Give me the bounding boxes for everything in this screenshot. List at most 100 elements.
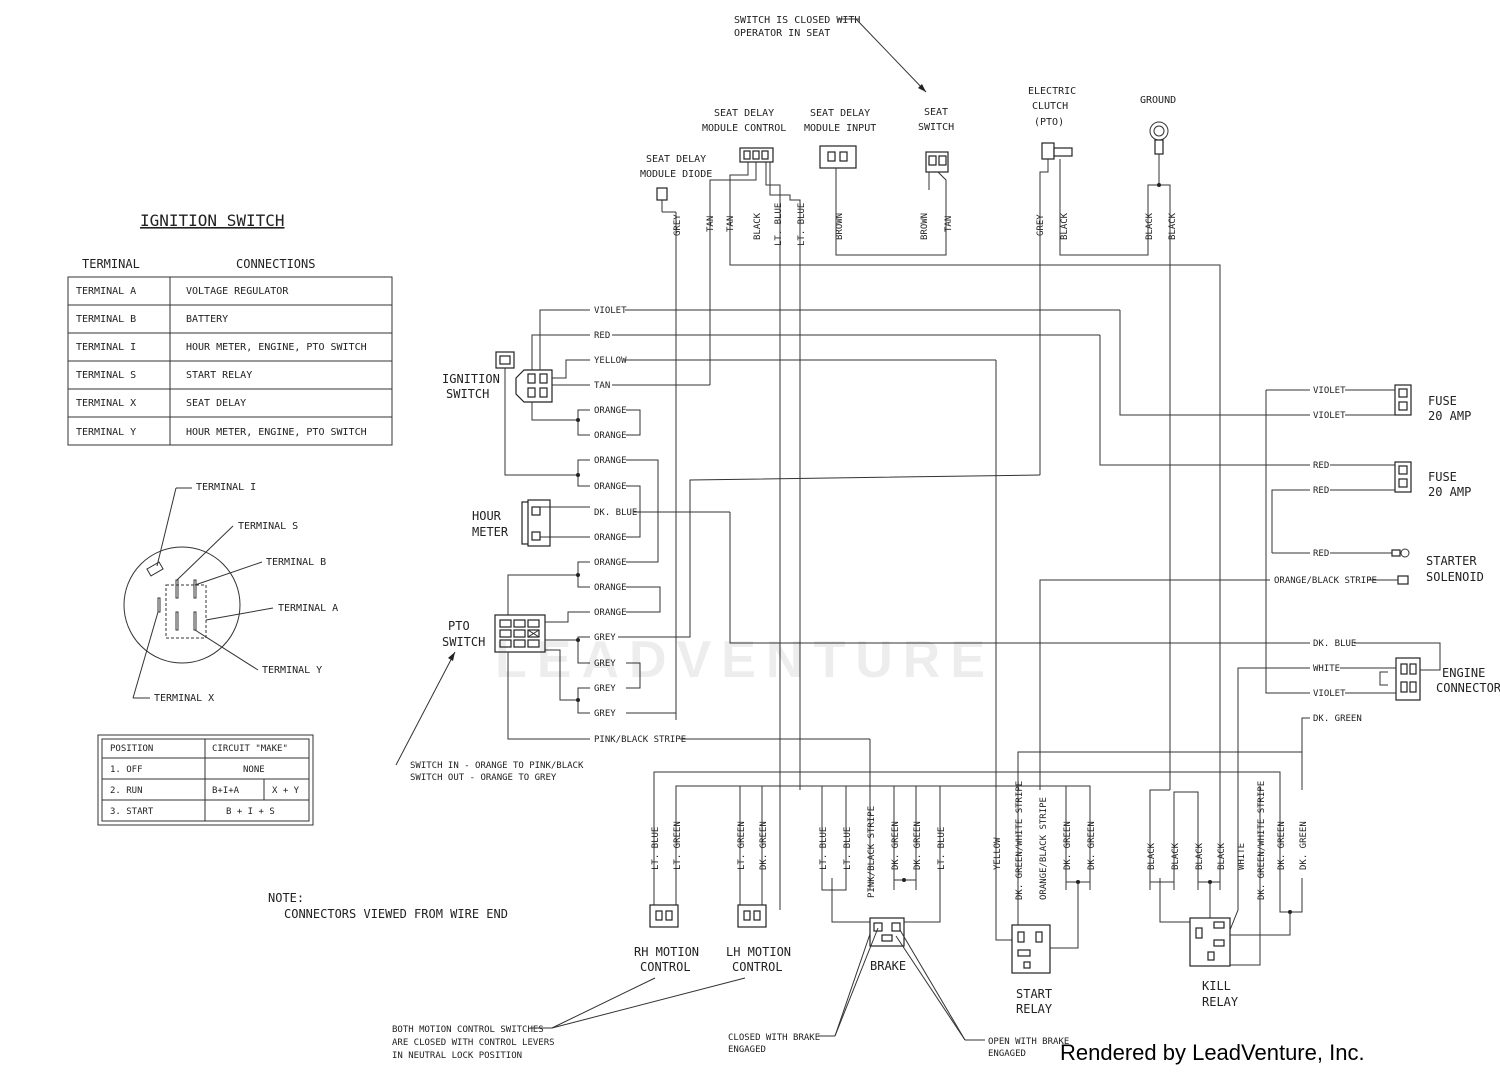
- wire-label: RED: [1313, 549, 1329, 559]
- ignition-row-terminal: TERMINAL S: [76, 370, 136, 381]
- terminal-label: TERMINAL S: [238, 521, 298, 532]
- terminal-label: TERMINAL A: [278, 603, 338, 614]
- annotation-text: ENGAGED: [728, 1045, 766, 1055]
- wire-label: ORANGE: [594, 431, 627, 441]
- top-wire-labels: GREY TAN TAN BLACK LT. BLUE LT. BLUE BRO…: [673, 203, 1178, 246]
- position-row: 1. OFF: [110, 765, 143, 775]
- circuit-row: X + Y: [272, 786, 300, 796]
- wire-label: BLACK: [753, 212, 763, 240]
- wire-label: TAN: [944, 216, 954, 232]
- start-relay: START RELAY: [1011, 878, 1090, 1016]
- lh-motion-control: LH MOTION CONTROL: [726, 878, 791, 974]
- wire-label: DK. GREEN: [1277, 821, 1287, 870]
- wire-label: YELLOW: [594, 356, 627, 366]
- component-label: 20 AMP: [1428, 485, 1471, 499]
- component-label: SEAT DELAY: [714, 108, 774, 119]
- wire-label: VIOLET: [1313, 386, 1346, 396]
- component-label: MODULE CONTROL: [702, 123, 786, 134]
- component-label: ELECTRIC: [1028, 86, 1076, 97]
- wire-label: GREY: [673, 214, 683, 236]
- component-label: KILL: [1202, 979, 1231, 993]
- annotation-text: ARE CLOSED WITH CONTROL LEVERS: [392, 1038, 555, 1048]
- right-side-components: FUSE 20 AMP FUSE 20 AMP STARTER SOLENOID…: [1391, 384, 1500, 701]
- wire-label: BLACK: [1168, 212, 1178, 240]
- wire-label: TAN: [726, 216, 736, 232]
- terminal-label: TERMINAL B: [266, 557, 326, 568]
- wire-label: ORANGE: [594, 608, 627, 618]
- ignition-row-terminal: TERMINAL B: [76, 314, 136, 325]
- wire-label: LT. GREEN: [673, 821, 683, 870]
- component-label: MODULE DIODE: [640, 169, 712, 180]
- wire-label: BROWN: [920, 213, 930, 240]
- annotation-text: SWITCH IN - ORANGE TO PINK/BLACK: [410, 761, 584, 771]
- ignition-row-terminal: TERMINAL I: [76, 342, 136, 353]
- bottom-annotations: BOTH MOTION CONTROL SWITCHES ARE CLOSED …: [392, 927, 1069, 1061]
- wire-label: WHITE: [1237, 843, 1247, 870]
- annotation-text: BOTH MOTION CONTROL SWITCHES: [392, 1025, 544, 1035]
- position-row: 2. RUN: [110, 786, 143, 796]
- component-label: CONNECTOR: [1436, 681, 1500, 695]
- wire-label: LT. BLUE: [843, 827, 853, 870]
- wire-label: LT. GREEN: [737, 821, 747, 870]
- watermark: LEADVENTURE: [495, 631, 996, 689]
- component-label: GROUND: [1140, 95, 1176, 106]
- wire-label: DK. GREEN: [1063, 821, 1073, 870]
- wire-label: DK. GREEN: [891, 821, 901, 870]
- wire-label: ORANGE/BLACK STRIPE: [1039, 797, 1049, 900]
- wire-label: DK. GREEN/WHITE STRIPE: [1015, 781, 1025, 900]
- component-label: ENGINE: [1442, 666, 1485, 680]
- component-label: CONTROL: [732, 960, 783, 974]
- wire-label: ORANGE: [594, 533, 627, 543]
- component-label: BRAKE: [870, 959, 906, 973]
- component-label: SEAT DELAY: [646, 154, 706, 165]
- wire-label: GREY: [1036, 214, 1046, 236]
- ignition-header-connections: CONNECTIONS: [236, 257, 315, 271]
- annotation-text: CLOSED WITH BRAKE: [728, 1033, 820, 1043]
- wire-label: VIOLET: [1313, 411, 1346, 421]
- component-label: SEAT DELAY: [810, 108, 870, 119]
- footer-credit: Rendered by LeadVenture, Inc.: [1060, 1040, 1365, 1065]
- middle-wiring: VIOLET RED YELLOW TAN ORANGE ORANGE ORAN…: [504, 306, 1120, 745]
- wire-label: ORANGE: [594, 482, 627, 492]
- circuit-row: B+I+A: [212, 786, 240, 796]
- component-label: SWITCH: [446, 387, 489, 401]
- component-label: METER: [472, 525, 509, 539]
- wire-label: ORANGE/BLACK STRIPE: [1274, 576, 1377, 586]
- annotation-text: OPEN WITH BRAKE: [988, 1037, 1069, 1047]
- wire-label: ORANGE: [594, 406, 627, 416]
- circuit-row: B + I + S: [226, 807, 275, 817]
- wire-label: DK. GREEN: [913, 821, 923, 870]
- component-label: SOLENOID: [1426, 570, 1484, 584]
- ignition-row-connection: HOUR METER, ENGINE, PTO SWITCH: [186, 342, 367, 353]
- bottom-wiring: [653, 739, 1302, 900]
- component-label: CLUTCH: [1032, 101, 1068, 112]
- position-row: 3. START: [110, 807, 154, 817]
- wire-label: VIOLET: [1313, 689, 1346, 699]
- right-wiring: VIOLET VIOLET RED RED RED ORANGE/BLACK S…: [729, 310, 1441, 941]
- component-label: RH MOTION: [634, 945, 699, 959]
- wire-label: DK. GREEN: [1313, 714, 1362, 724]
- switch-face-diagram: TERMINAL I TERMINAL S TERMINAL B TERMINA…: [123, 482, 338, 704]
- wire-label: RED: [1313, 461, 1329, 471]
- wire-label: BLACK: [1145, 212, 1155, 240]
- wire-label: GREY: [594, 684, 616, 694]
- wire-label: DK. BLUE: [1313, 639, 1356, 649]
- wire-label: DK. GREEN: [1087, 821, 1097, 870]
- ignition-row-connection: HOUR METER, ENGINE, PTO SWITCH: [186, 427, 367, 438]
- ignition-switch-table: IGNITION SWITCH TERMINAL CONNECTIONS TER…: [67, 211, 393, 446]
- wire-label: ORANGE: [594, 583, 627, 593]
- wire-label: BLACK: [1147, 842, 1157, 870]
- wire-label: LT. BLUE: [937, 827, 947, 870]
- ignition-table-title: IGNITION SWITCH: [140, 211, 285, 230]
- wire-label: RED: [594, 331, 610, 341]
- component-label: LH MOTION: [726, 945, 791, 959]
- ignition-row-connection: BATTERY: [186, 314, 228, 325]
- note-text: CONNECTORS VIEWED FROM WIRE END: [284, 907, 508, 921]
- component-label: PTO: [448, 619, 470, 633]
- top-wiring: [675, 159, 1221, 910]
- annotation-text: IN NEUTRAL LOCK POSITION: [392, 1051, 522, 1061]
- wire-label: ORANGE: [594, 456, 627, 466]
- ignition-row-terminal: TERMINAL A: [76, 286, 136, 297]
- wire-label: DK. BLUE: [594, 508, 637, 518]
- component-label: SWITCH: [442, 635, 485, 649]
